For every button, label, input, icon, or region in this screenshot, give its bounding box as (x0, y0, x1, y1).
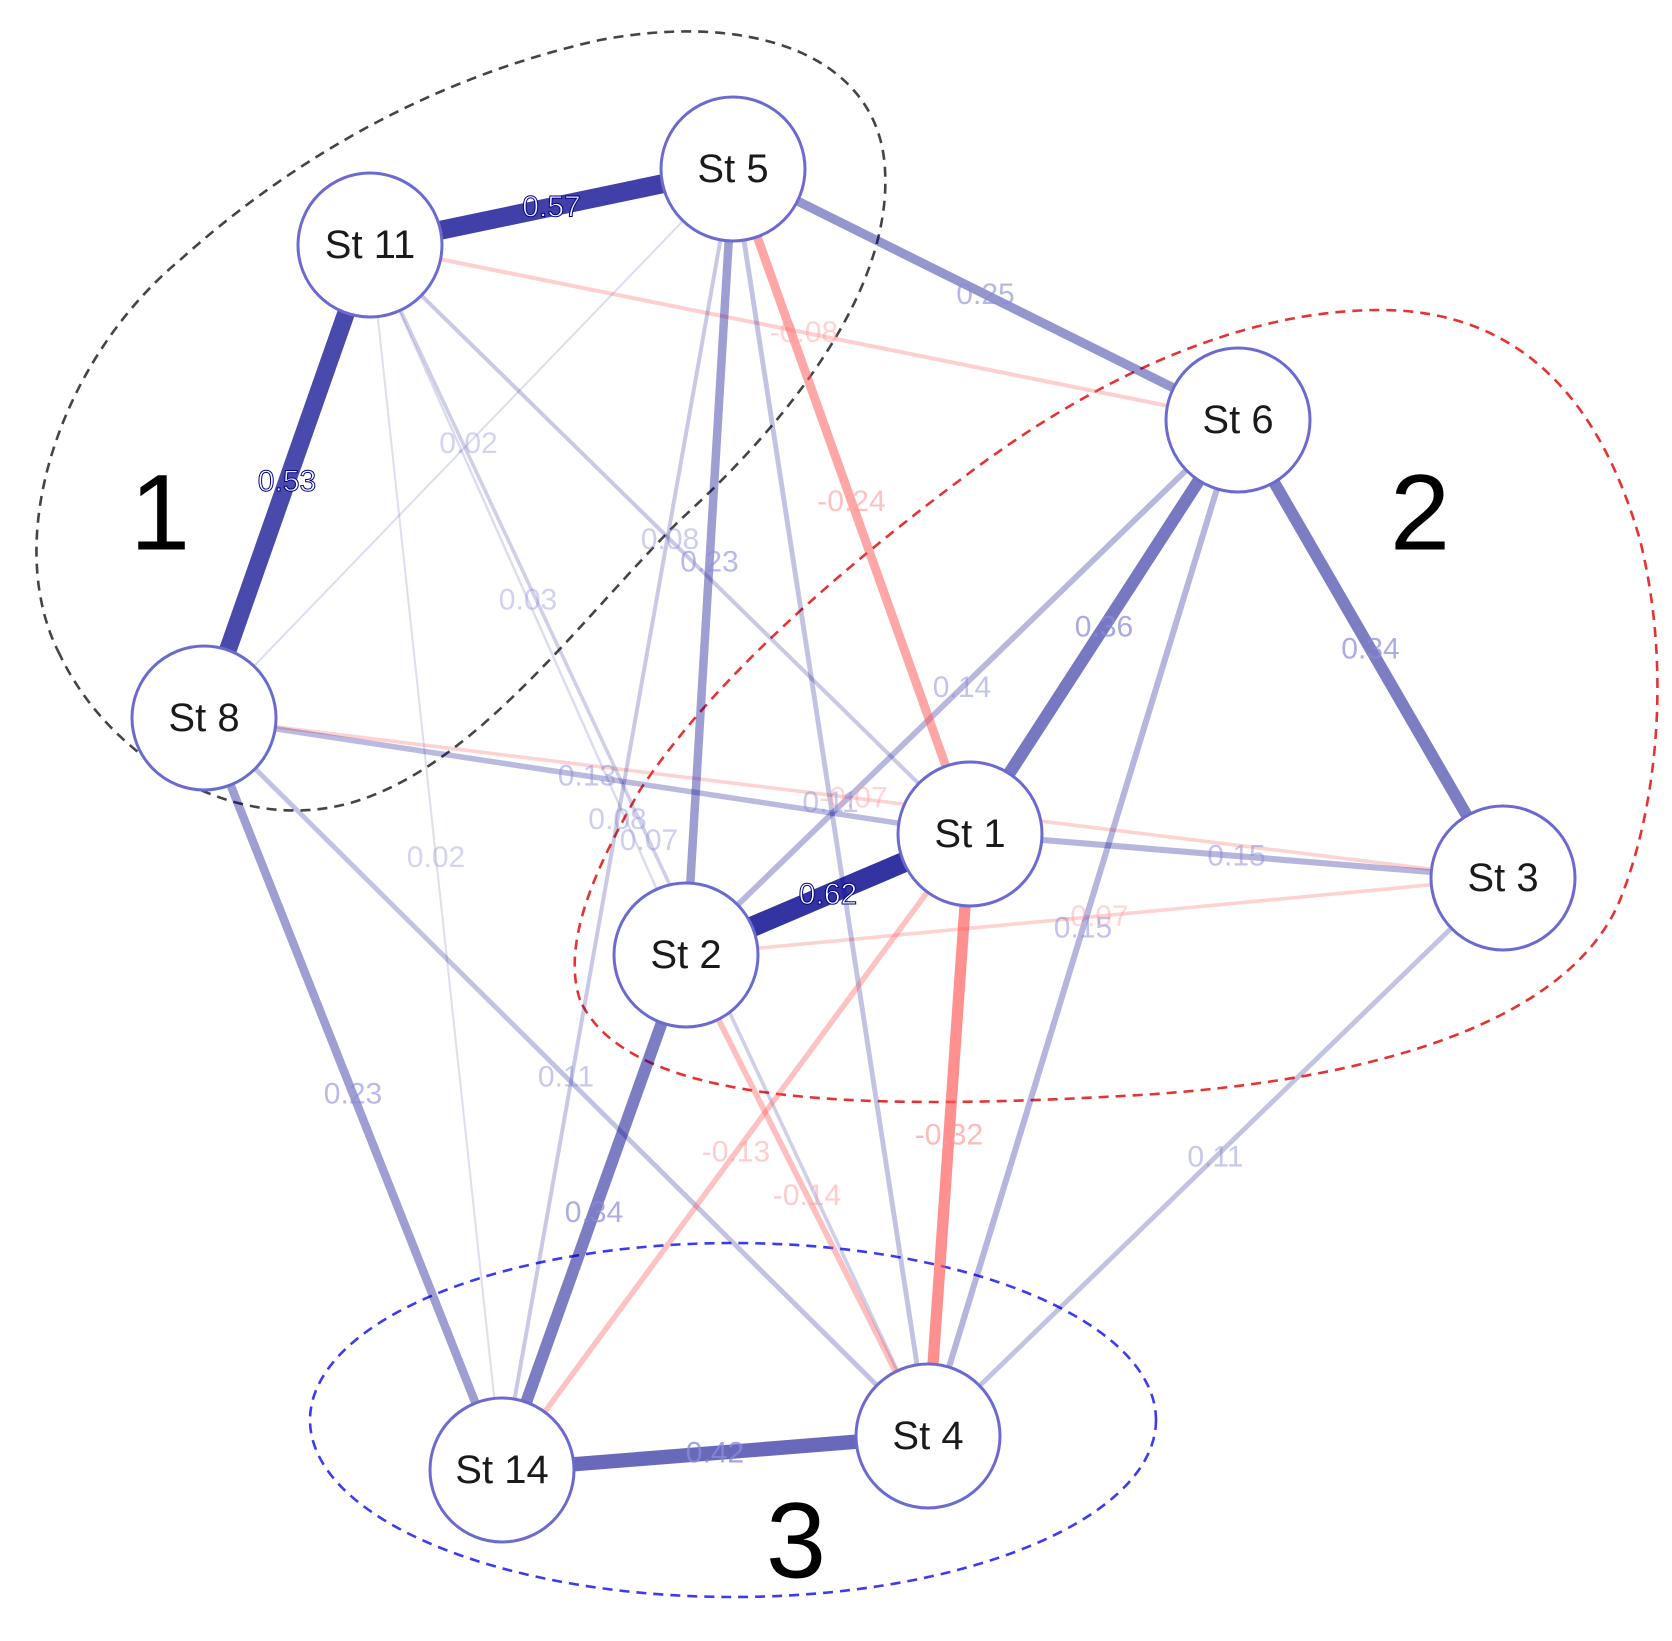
edge-label-st2-st4: -0.14 (773, 1179, 841, 1212)
group-labels: 1 2 3 (130, 452, 1450, 1601)
edge-label-st5-st6: 0.25 (956, 278, 1014, 311)
edge-st8-st1 (203, 715, 971, 837)
group-label-1: 1 (130, 452, 190, 573)
node-st3: St 3 (1429, 804, 1577, 952)
node-label-st4: St 4 (892, 1414, 963, 1458)
edges (195, 159, 1509, 1478)
edge-st8-st14 (200, 716, 506, 1472)
node-st2: St 2 (612, 881, 760, 1029)
group-outline-3 (308, 1241, 1158, 1599)
edge-st5-st14 (500, 168, 735, 1471)
edge-label-st8-st4: 0.11 (538, 1061, 594, 1094)
group-outlines (35, 30, 1659, 1599)
edge-label-st5-st1: -0.24 (817, 485, 885, 518)
edge-label-st2-st14: 0.34 (565, 1196, 623, 1229)
edge-label-st5-st4: 0.11 (802, 786, 858, 819)
edge-label-st11-st8: 0.53 (258, 465, 316, 498)
edge-label-st1-st3: 0.15 (1207, 840, 1265, 873)
node-st1: St 1 (896, 760, 1044, 908)
edge-label-st11-st1: 0.08 (641, 523, 699, 556)
group-label-3: 3 (766, 1480, 826, 1601)
node-circle-st3 (1429, 804, 1577, 952)
edge-label-st1-st4: -0.32 (915, 1119, 983, 1152)
node-st11: St 11 (296, 171, 444, 319)
edge-st5-st6 (730, 164, 1241, 425)
node-circle-st5 (659, 95, 807, 243)
edge-label-st6-st2: 0.14 (933, 671, 991, 704)
edge-st5-st1 (728, 167, 975, 836)
edge-st5-st8 (203, 168, 734, 719)
edge-label-st11-st2: 0.03 (499, 584, 557, 617)
node-label-st6: St 6 (1202, 398, 1273, 442)
edge-label-st1-st14: -0.13 (702, 1136, 770, 1169)
nodes: St 5 St 11 St 6 St 8 St 1 St 3 St 2 St 14 St 4 (130, 95, 1577, 1544)
edge-st6-st4 (925, 419, 1241, 1437)
node-label-st11: St 11 (325, 223, 415, 267)
node-label-st8: St 8 (168, 696, 239, 740)
edge-st5-st4 (730, 168, 931, 1437)
edge-st11-st8 (195, 242, 379, 721)
edge-st6-st2 (683, 417, 1241, 958)
edge-label-st8-st1: 0.13 (558, 760, 616, 793)
edge-label-st3-st4: 0.11 (1187, 1141, 1243, 1174)
edge-label-st6-st1: 0.36 (1075, 611, 1133, 644)
edge-label-st5-st2: 0.23 (680, 546, 738, 579)
edge-st6-st3 (1232, 417, 1509, 881)
edge-label-st2-st1: 0.62 (799, 878, 857, 911)
edge-label-st11-st6: -0.08 (770, 316, 838, 349)
edge-label-st5-st14: 0.08 (588, 803, 646, 836)
edge-st1-st4 (922, 833, 976, 1437)
node-label-st14: St 14 (455, 1448, 548, 1492)
node-st4: St 4 (854, 1362, 1002, 1510)
edge-label-st11-st4: 0.07 (620, 824, 678, 857)
node-st8: St 8 (130, 644, 278, 792)
node-circle-st11 (296, 171, 444, 319)
node-label-st5: St 5 (697, 147, 768, 191)
node-circle-st14 (428, 1396, 576, 1544)
edge-label-st2-st3: -0.07 (1060, 900, 1128, 933)
node-label-st1: St 1 (934, 812, 1005, 856)
edge-st11-st1 (368, 243, 972, 836)
node-circle-st1 (896, 760, 1044, 908)
edge-labels: 0.020.020.03-0.07-0.070.07-0.080.080.080… (257, 190, 1399, 1470)
edge-label-st5-st8: 0.02 (439, 427, 497, 460)
node-label-st2: St 2 (650, 933, 721, 977)
edge-st8-st3 (203, 716, 1504, 880)
edge-label-st11-st14: 0.02 (407, 841, 465, 874)
edge-label-st14-st4: 0.42 (686, 1437, 744, 1470)
edge-st11-st2 (368, 244, 688, 956)
node-circle-st6 (1164, 346, 1312, 494)
edge-st1-st3 (969, 830, 1504, 882)
group-outline-1 (35, 30, 887, 812)
edge-label-st6-st3: 0.34 (1341, 633, 1399, 666)
node-st5: St 5 (659, 95, 807, 243)
group-label-2: 2 (1390, 452, 1450, 573)
edge-st2-st4 (683, 953, 931, 1438)
edge-st2-st14 (496, 952, 692, 1473)
node-st6: St 6 (1164, 346, 1312, 494)
node-circle-st8 (130, 644, 278, 792)
edge-label-st8-st3: -0.07 (819, 782, 887, 815)
edge-st1-st14 (499, 832, 973, 1472)
edge-st5-st2 (681, 168, 738, 956)
edge-label-st8-st14: 0.23 (324, 1078, 382, 1111)
node-label-st3: St 3 (1467, 856, 1538, 900)
edge-st11-st4 (368, 244, 930, 1437)
edge-st11-st14 (368, 244, 504, 1471)
edge-st6-st1 (964, 416, 1244, 838)
node-circle-st4 (854, 1362, 1002, 1510)
edge-st2-st3 (685, 876, 1504, 957)
edge-st8-st4 (202, 716, 930, 1438)
edge-st3-st4 (926, 876, 1505, 1438)
node-st14: St 14 (428, 1396, 576, 1544)
node-circle-st2 (612, 881, 760, 1029)
edge-st11-st6 (369, 243, 1239, 422)
edge-label-st11-st5: 0.57 (522, 191, 580, 224)
edge-label-st6-st4: 0.15 (1054, 912, 1112, 945)
group-outline-2 (573, 308, 1659, 1104)
